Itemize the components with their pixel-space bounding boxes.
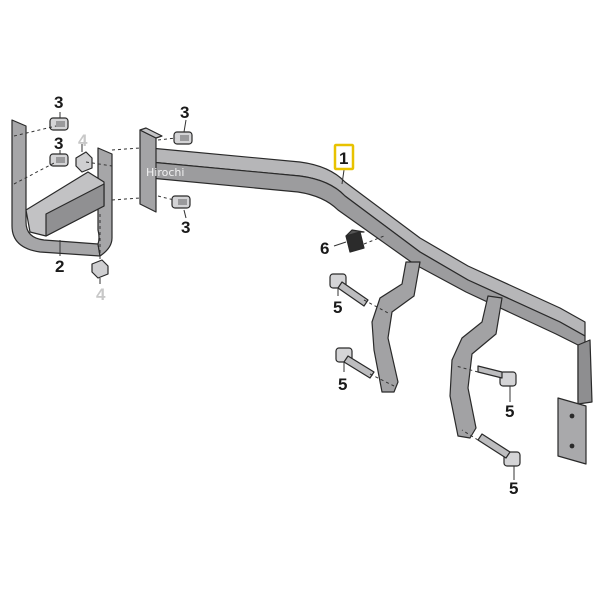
bolt-5b (335, 347, 375, 379)
rail-front-plate (139, 127, 163, 213)
front-u-bracket-part (11, 119, 113, 257)
leader-lines (59, 112, 515, 480)
callout-4a: 4 (78, 131, 88, 150)
bolt-3c (173, 131, 193, 145)
callout-5c: 5 (505, 402, 514, 421)
bolt-3b (49, 153, 69, 167)
left-hanging-bracket (371, 261, 421, 393)
callout-3d: 3 (181, 218, 190, 237)
bolt-3d (171, 195, 191, 209)
right-hanging-bracket (449, 295, 503, 439)
callout-3a: 3 (54, 93, 63, 112)
watermark-text: Hirochi (146, 166, 184, 179)
highlight-box (333, 143, 355, 171)
callout-1: 1 (339, 149, 348, 168)
nut-4b (91, 259, 109, 279)
clip-nut-part (345, 229, 365, 253)
bolt-5c (477, 365, 517, 387)
bolt-5d (477, 433, 521, 467)
callout-5a: 5 (333, 298, 342, 317)
bolt-5a (329, 273, 369, 307)
assembly-lines (13, 125, 479, 441)
callout-2: 2 (55, 257, 64, 276)
callout-4b: 4 (96, 285, 106, 304)
rear-end-plate (557, 397, 587, 465)
callout-5b: 5 (338, 375, 347, 394)
bolt-3a (49, 117, 69, 131)
callout-6: 6 (320, 239, 329, 258)
callout-3c: 3 (180, 103, 189, 122)
callout-3b: 3 (54, 134, 63, 153)
callout-5d: 5 (509, 479, 518, 498)
main-rail-part (149, 147, 593, 405)
nut-4a (75, 151, 93, 173)
